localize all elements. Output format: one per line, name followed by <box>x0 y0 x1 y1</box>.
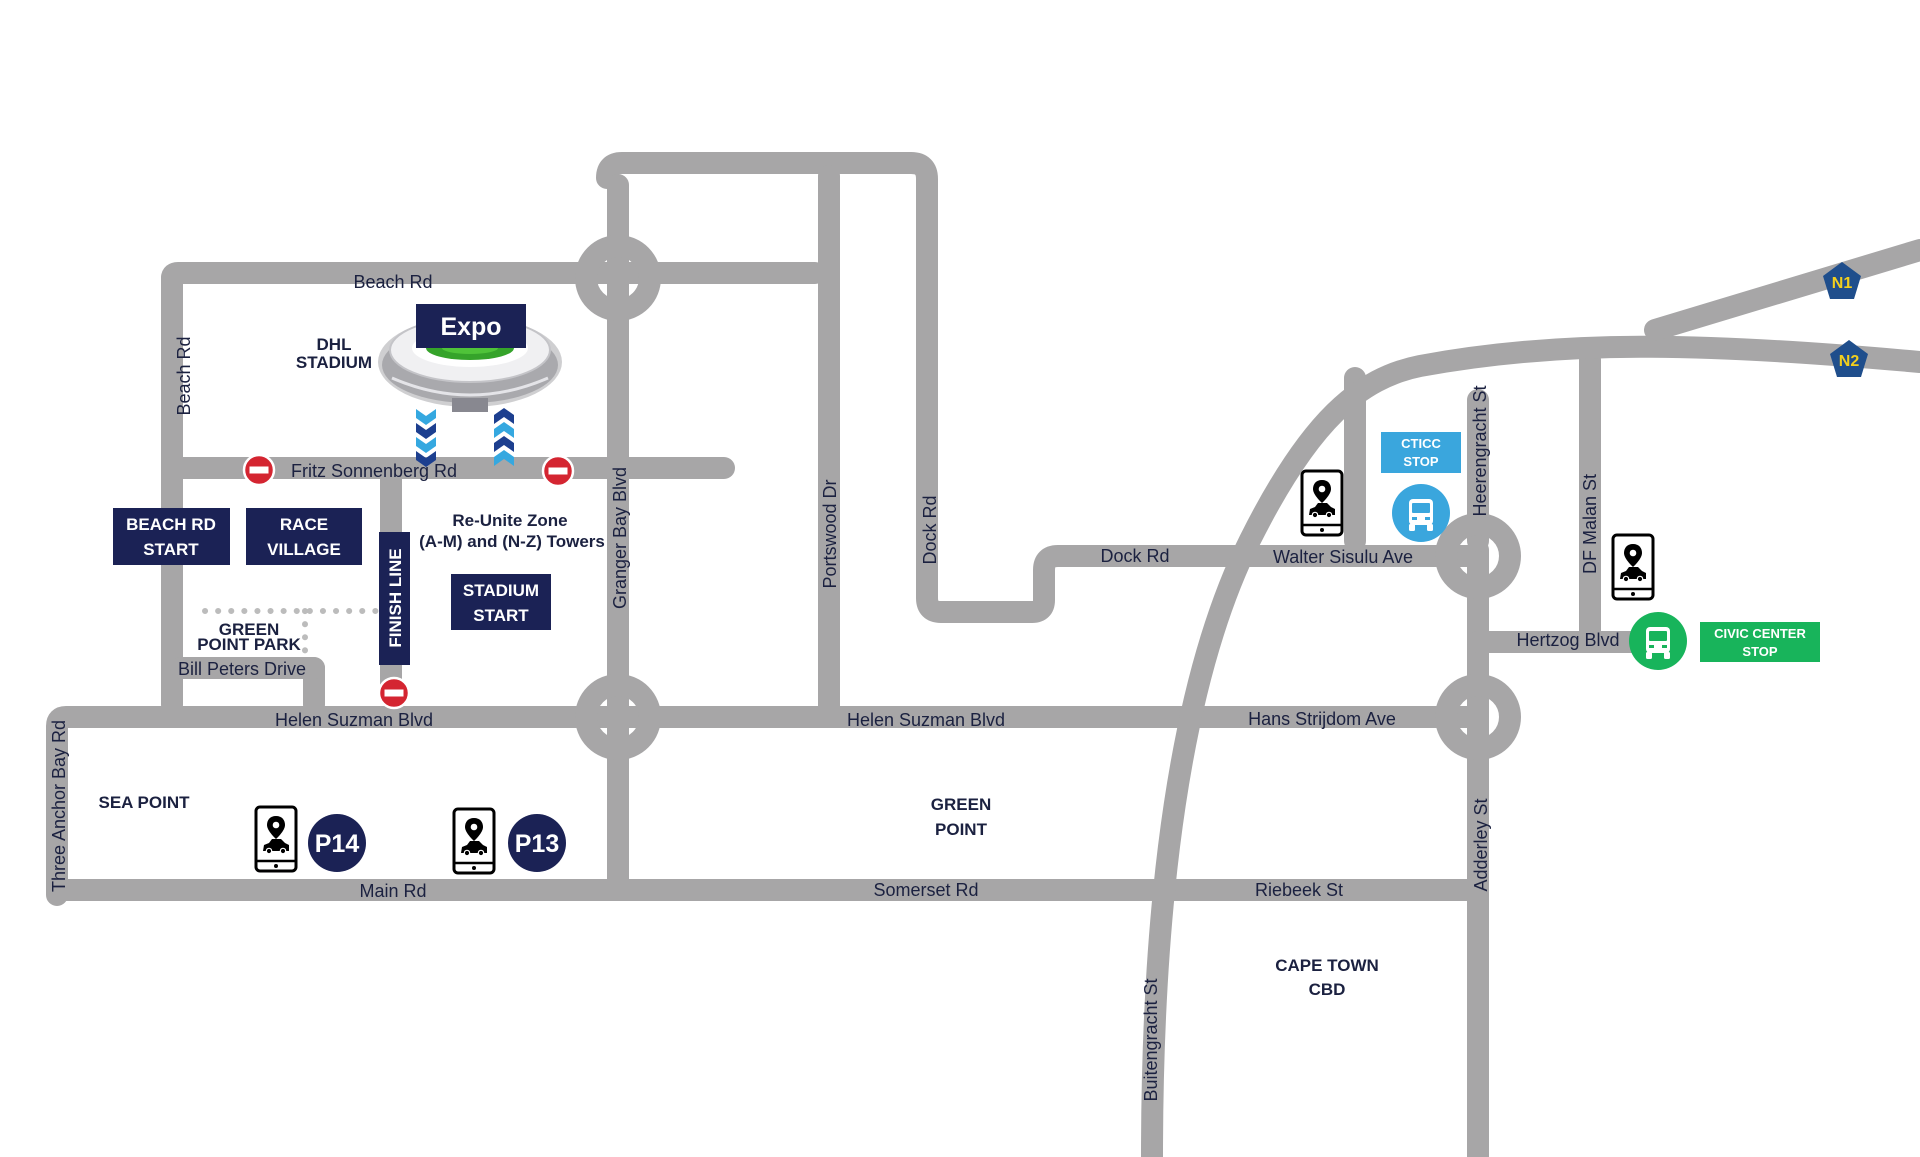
beach-rd-start-label-1: BEACH RD <box>126 515 216 534</box>
street-label-bill-peters-drive: Bill Peters Drive <box>178 659 306 679</box>
street-label-beach-rd-top: Beach Rd <box>353 272 432 292</box>
street-label-somerset-rd: Somerset Rd <box>873 880 978 900</box>
no-entry-icon <box>242 453 276 487</box>
street-label-main-rd: Main Rd <box>359 881 426 901</box>
p14-label: P14 <box>315 830 360 858</box>
entry-chevron-arrows-icon <box>494 408 514 466</box>
exit-chevron-arrows-icon <box>416 409 436 467</box>
n1-highway-shield-icon: N1 <box>1823 262 1861 299</box>
green-point-label-2: POINT <box>935 820 988 839</box>
civic-label-1: CIVIC CENTER <box>1714 626 1806 641</box>
cticc-bus-icon <box>1392 484 1450 542</box>
street-label-helen-suzman-blvd-1: Helen Suzman Blvd <box>275 710 433 730</box>
stadium-start-label-2: START <box>473 606 529 625</box>
cticc-label-1: CTICC <box>1401 436 1441 451</box>
street-label-hertzog-blvd: Hertzog Blvd <box>1516 630 1619 650</box>
race-village-label-1: RACE <box>280 515 328 534</box>
phone-map-pin-car-icon <box>452 807 496 875</box>
street-label-dock-rd-vertical: Dock Rd <box>920 495 940 564</box>
cticc-label-2: STOP <box>1403 454 1438 469</box>
reunite-zone-label-2: (A-M) and (N-Z) Towers <box>419 532 605 551</box>
cape-town-cbd-label-2: CBD <box>1309 980 1346 999</box>
phone-map-pin-car-icon <box>1300 469 1344 537</box>
street-label-adderley-st: Adderley St <box>1471 798 1491 891</box>
cape-town-cbd-label-1: CAPE TOWN <box>1275 956 1379 975</box>
finish-line-label: FINISH LINE <box>386 548 405 647</box>
cticc-stop-badge: CTICC STOP <box>1381 432 1461 473</box>
street-label-riebeek-st: Riebeek St <box>1255 880 1343 900</box>
street-label-buitengracht-st: Buitengracht St <box>1141 978 1161 1101</box>
dhl-stadium-label-2: STADIUM <box>296 353 372 372</box>
street-label-walter-sisulu-ave: Walter Sisulu Ave <box>1273 547 1413 567</box>
street-label-granger-bay-blvd: Granger Bay Blvd <box>610 467 630 609</box>
n2-label: N2 <box>1839 353 1860 370</box>
reunite-zone-label-1: Re-Unite Zone <box>452 511 567 530</box>
civic-label-2: STOP <box>1742 644 1777 659</box>
stadium-start-box: STADIUM START <box>451 574 551 630</box>
green-point-park-label-2: POINT PARK <box>197 635 301 654</box>
p14-parking-badge: P14 <box>308 814 366 872</box>
race-village-box: RACE VILLAGE <box>246 508 362 565</box>
phone-map-pin-car-icon <box>254 805 298 873</box>
expo-label: Expo <box>440 313 501 341</box>
no-entry-icon <box>377 676 411 710</box>
n2-highway-shield-icon: N2 <box>1830 340 1868 377</box>
civic-center-bus-icon <box>1629 612 1687 670</box>
finish-line-box: FINISH LINE <box>379 532 410 665</box>
expo-banner: Expo <box>416 304 526 348</box>
p13-label: P13 <box>515 830 559 858</box>
street-label-dock-rd: Dock Rd <box>1100 546 1169 566</box>
green-point-park-label-1: GREEN <box>219 620 279 639</box>
green-point-label-1: GREEN <box>931 795 991 814</box>
beach-rd-start-box: BEACH RD START <box>113 508 230 565</box>
street-label-portswood-dr: Portswood Dr <box>820 479 840 588</box>
street-label-heerengracht-st: Heerengracht St <box>1470 385 1490 516</box>
street-label-fritz-sonnenberg-rd: Fritz Sonnenberg Rd <box>291 461 457 481</box>
sea-point-label: SEA POINT <box>99 793 191 812</box>
dhl-stadium-label-1: DHL <box>317 335 352 354</box>
race-village-label-2: VILLAGE <box>267 540 341 559</box>
beach-rd-start-label-2: START <box>143 540 199 559</box>
street-label-beach-rd-left: Beach Rd <box>174 336 194 415</box>
n1-label: N1 <box>1832 275 1853 292</box>
street-label-df-malan-st: DF Malan St <box>1580 474 1600 574</box>
civic-center-stop-badge: CIVIC CENTER STOP <box>1700 622 1820 662</box>
phone-map-pin-car-icon <box>1611 533 1655 601</box>
stadium-start-label-1: STADIUM <box>463 581 539 600</box>
street-label-hans-strijdom-ave: Hans Strijdom Ave <box>1248 709 1396 729</box>
street-label-three-anchor-bay-rd: Three Anchor Bay Rd <box>49 720 69 892</box>
p13-parking-badge: P13 <box>508 814 566 872</box>
no-entry-icon <box>541 454 575 488</box>
street-label-helen-suzman-blvd-2: Helen Suzman Blvd <box>847 710 1005 730</box>
